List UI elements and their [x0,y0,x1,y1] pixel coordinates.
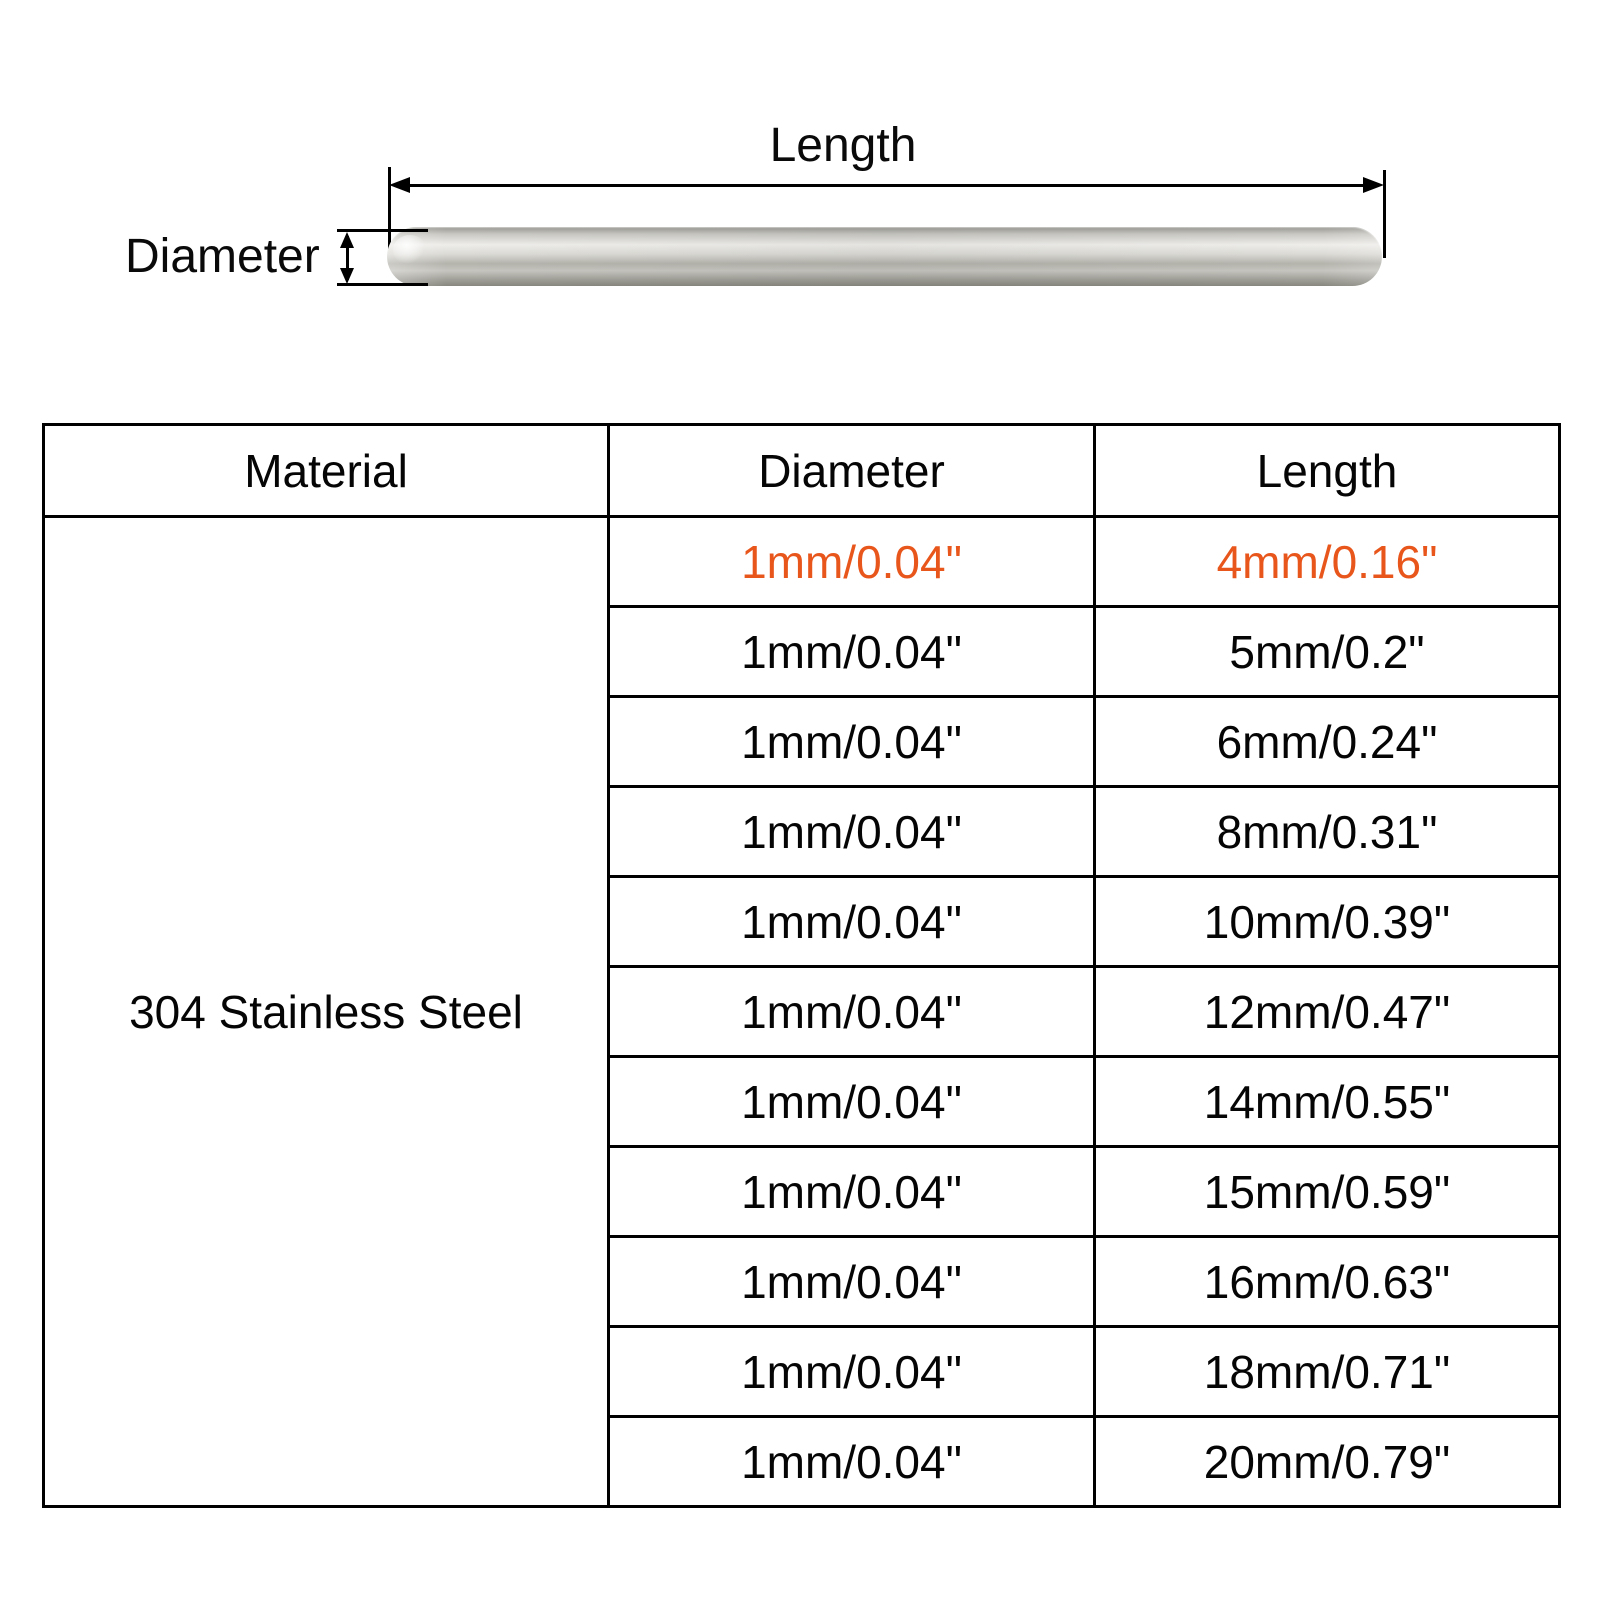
table-row: 1mm/0.04"6mm/0.24" [44,695,1561,788]
header-diameter: Diameter [607,423,1096,518]
diameter-tick-top [337,229,428,232]
length-arrowhead-right-icon [1363,177,1384,193]
length-arrowhead-left-icon [389,177,410,193]
header-material: Material [42,423,610,518]
length-cell: 4mm/0.16" [1093,515,1561,608]
diameter-arrowhead-up-icon [340,232,354,248]
header-length: Length [1093,423,1561,518]
dimension-diagram: Length Diameter [0,0,1600,420]
length-cell: 15mm/0.59" [1093,1145,1561,1238]
spec-table: Material Diameter Length 304 Stainless S… [42,423,1561,1508]
length-cell: 14mm/0.55" [1093,1055,1561,1148]
diameter-dimension-label: Diameter [125,230,320,283]
length-cell: 5mm/0.2" [1093,605,1561,698]
diameter-cell: 1mm/0.04" [607,1325,1096,1418]
length-cell: 10mm/0.39" [1093,875,1561,968]
diameter-cell: 1mm/0.04" [607,515,1096,608]
length-extension-line-left [388,167,391,260]
length-cell: 16mm/0.63" [1093,1235,1561,1328]
diameter-cell: 1mm/0.04" [607,1415,1096,1508]
diameter-cell: 1mm/0.04" [607,1145,1096,1238]
diameter-dimension-line [346,236,349,280]
table-row: 1mm/0.04"8mm/0.31" [44,785,1561,878]
length-cell: 12mm/0.47" [1093,965,1561,1058]
diameter-cell: 1mm/0.04" [607,785,1096,878]
table-row: 1mm/0.04"12mm/0.47" [44,965,1561,1058]
diameter-tick-bottom [337,283,428,286]
table-row: 1mm/0.04"16mm/0.63" [44,1235,1561,1328]
spec-table-header-row: Material Diameter Length [42,423,1561,518]
diameter-cell: 1mm/0.04" [607,965,1096,1058]
table-row: 1mm/0.04"20mm/0.79" [44,1415,1561,1508]
length-dimension-line [400,184,1373,187]
diameter-cell: 1mm/0.04" [607,1235,1096,1328]
length-extension-line-right [1383,170,1386,258]
length-dimension-label: Length [769,119,917,172]
diameter-cell: 1mm/0.04" [607,605,1096,698]
length-cell: 6mm/0.24" [1093,695,1561,788]
table-row: 1mm/0.04"10mm/0.39" [44,875,1561,968]
table-row: 1mm/0.04"18mm/0.71" [44,1325,1561,1418]
table-row: 1mm/0.04"5mm/0.2" [44,605,1561,698]
length-cell: 18mm/0.71" [1093,1325,1561,1418]
table-row: 1mm/0.04"15mm/0.59" [44,1145,1561,1238]
length-cell: 8mm/0.31" [1093,785,1561,878]
length-cell: 20mm/0.79" [1093,1415,1561,1508]
table-row: 1mm/0.04"14mm/0.55" [44,1055,1561,1148]
steel-rod-image [387,227,1382,286]
diameter-cell: 1mm/0.04" [607,875,1096,968]
diameter-arrowhead-down-icon [340,268,354,284]
material-cell: 304 Stainless Steel [42,515,610,1508]
diameter-cell: 1mm/0.04" [607,1055,1096,1148]
diameter-cell: 1mm/0.04" [607,695,1096,788]
